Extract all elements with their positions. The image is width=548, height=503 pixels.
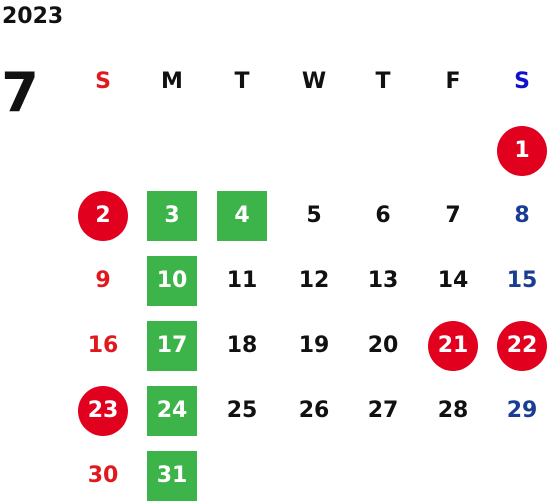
day-cell: 10 (147, 256, 197, 306)
day-cell: 2 (78, 191, 128, 241)
weekday-header-5: F (445, 69, 461, 94)
weekday-header-0: S (95, 69, 111, 94)
day-cell: 4 (217, 191, 267, 241)
day-cell: 22 (497, 321, 547, 371)
day-cell: 13 (367, 268, 399, 293)
day-cell: 28 (437, 398, 469, 423)
day-cell: 25 (226, 398, 258, 423)
day-cell: 12 (298, 268, 330, 293)
day-cell: 31 (147, 451, 197, 501)
calendar-year: 2023 (2, 4, 64, 29)
day-cell: 19 (298, 333, 330, 358)
day-cell: 20 (367, 333, 399, 358)
day-cell: 11 (226, 268, 258, 293)
day-cell: 15 (506, 268, 538, 293)
day-cell: 16 (87, 333, 119, 358)
calendar-month: 7 (1, 61, 39, 124)
day-cell: 1 (497, 126, 547, 176)
weekday-header-4: T (375, 69, 391, 94)
day-cell: 18 (226, 333, 258, 358)
weekday-header-1: M (161, 69, 183, 94)
day-cell: 14 (437, 268, 469, 293)
weekday-header-6: S (514, 69, 530, 94)
day-cell: 8 (514, 203, 530, 228)
day-cell: 17 (147, 321, 197, 371)
day-cell: 29 (506, 398, 538, 423)
day-cell: 21 (428, 321, 478, 371)
day-cell: 5 (306, 203, 322, 228)
day-cell: 27 (367, 398, 399, 423)
weekday-header-2: T (234, 69, 250, 94)
day-cell: 26 (298, 398, 330, 423)
day-cell: 6 (375, 203, 391, 228)
day-cell: 30 (87, 463, 119, 488)
day-cell: 7 (445, 203, 461, 228)
weekday-header-3: W (301, 69, 327, 94)
day-cell: 23 (78, 386, 128, 436)
day-cell: 24 (147, 386, 197, 436)
day-cell: 9 (95, 268, 111, 293)
day-cell: 3 (147, 191, 197, 241)
